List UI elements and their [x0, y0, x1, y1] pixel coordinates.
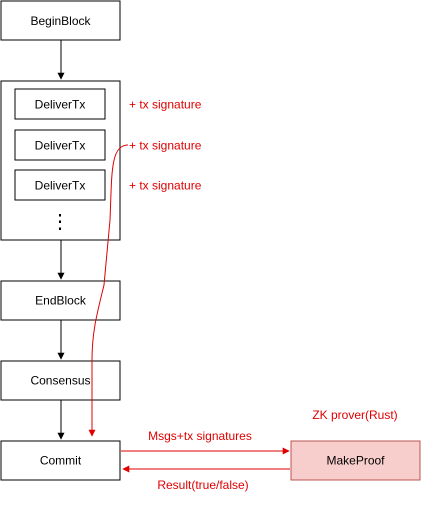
deliver-tx-label: DeliverTx	[35, 179, 86, 193]
deliver-tx-box	[14, 129, 106, 161]
make-proof-label: MakeProof	[326, 454, 385, 468]
end-block-node: EndBlock	[0, 280, 121, 321]
deliver-tx-label: DeliverTx	[35, 139, 86, 153]
consensus-node: Consensus	[0, 360, 121, 401]
more-deliver-tx-ellipsis: ⋮	[50, 211, 70, 233]
response-edge-label: Result(true/false)	[157, 478, 248, 492]
tx-signature-annotation: + tx signature	[129, 179, 202, 193]
signature-to-commit-edge	[88, 144, 129, 437]
commit-label: Commit	[40, 454, 82, 468]
commit-node: Commit	[0, 440, 121, 481]
begin-block-node: BeginBlock	[0, 0, 121, 41]
deliver-tx-box	[14, 88, 106, 120]
deliver-tx-group: DeliverTx DeliverTx DeliverTx ⋮	[0, 80, 121, 241]
deliver-tx-label: DeliverTx	[35, 98, 86, 112]
make-proof-node: MakeProof	[290, 440, 421, 481]
consensus-label: Consensus	[30, 374, 90, 388]
end-block-label: EndBlock	[35, 294, 87, 308]
zk-prover-title: ZK prover(Rust)	[312, 408, 397, 422]
tx-signature-annotation: + tx signature	[129, 98, 202, 112]
tx-signature-annotation: + tx signature	[129, 139, 202, 153]
deliver-tx-box	[14, 169, 106, 201]
request-edge-label: Msgs+tx signatures	[148, 429, 252, 443]
begin-block-label: BeginBlock	[30, 14, 91, 28]
